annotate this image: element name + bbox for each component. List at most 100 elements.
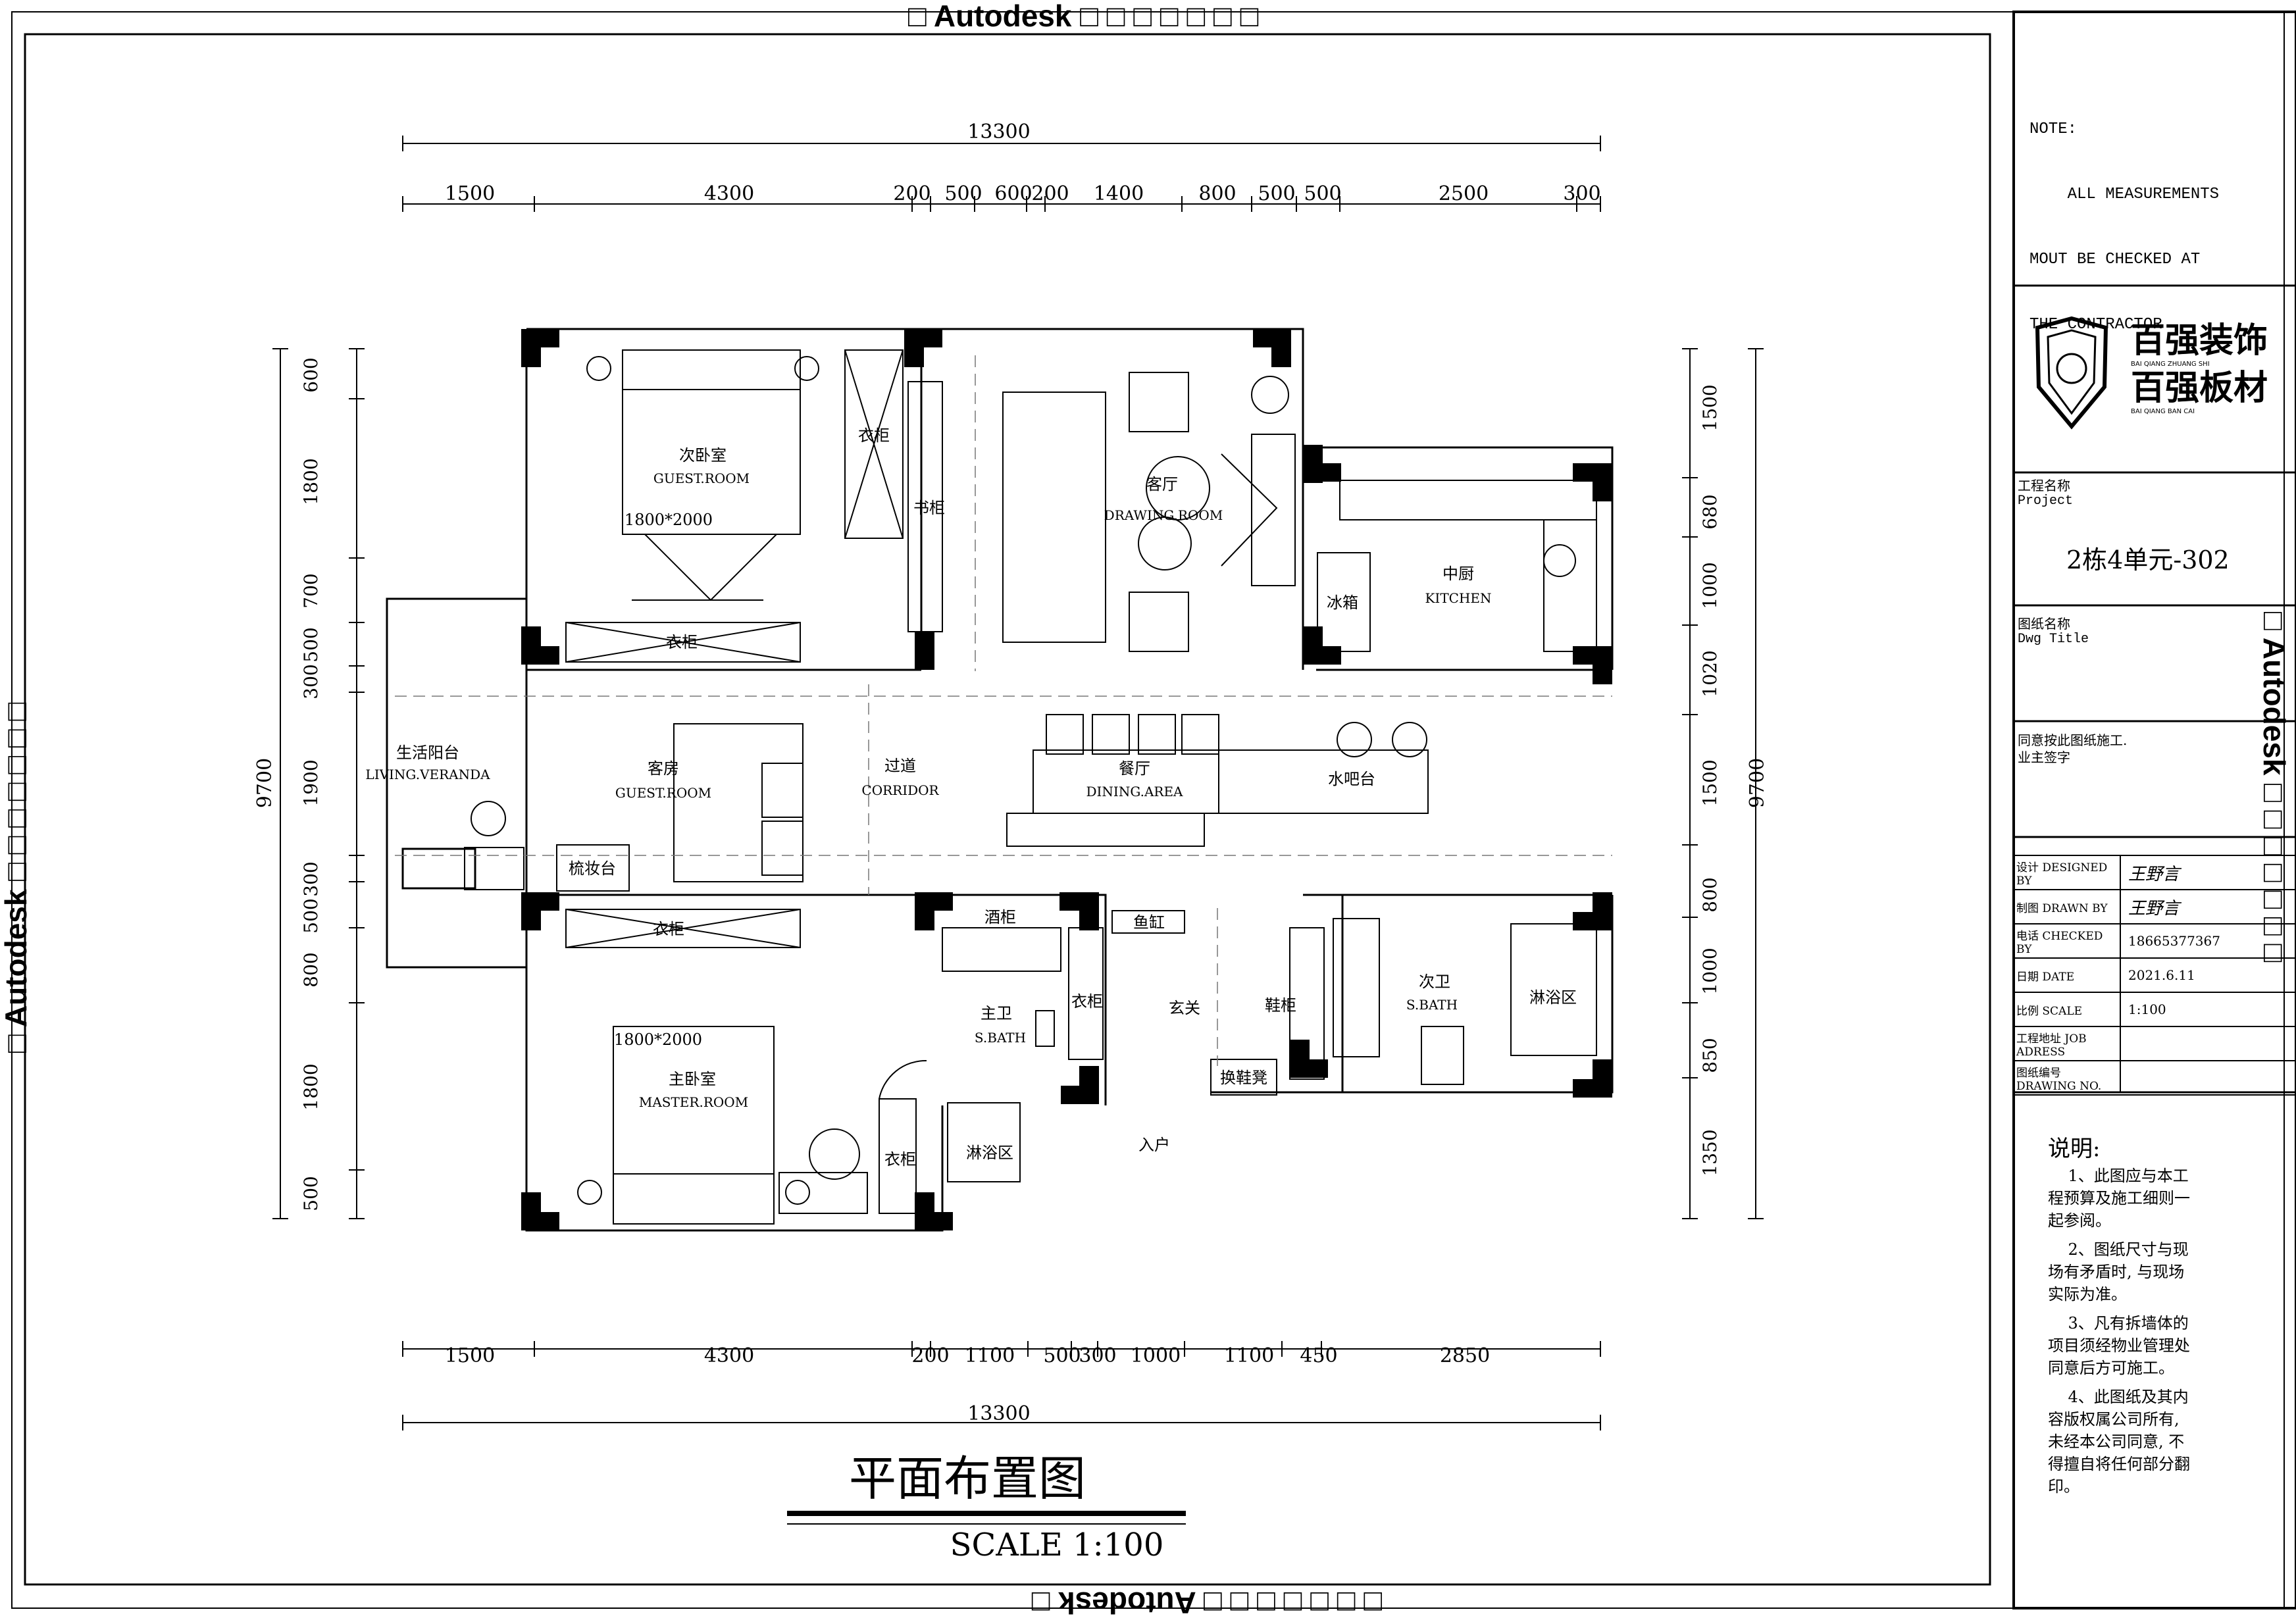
note-item: 4、此图纸及其内 容版权属公司所有, 未经本公司同意, 不 得擅自将任何部分翻 … xyxy=(2048,1386,2212,1498)
label-shoe-bench: 换鞋凳 xyxy=(1220,1069,1267,1087)
room-corridor-en: CORRIDOR xyxy=(861,782,939,798)
label-shower: 淋浴区 xyxy=(966,1144,1013,1162)
tb-row-value: 王野言 xyxy=(2128,898,2180,919)
room-second-bedroom-en: GUEST.ROOM xyxy=(653,470,750,486)
room-veranda-en: LIVING.VERANDA xyxy=(365,767,490,782)
note-text: 得擅自将任何部分翻 xyxy=(2048,1455,2190,1473)
room-guest-cn: 客房 xyxy=(648,759,679,778)
label-fridge: 冰箱 xyxy=(1327,594,1358,612)
logo-pinyin2: BAI QIANG BAN CAI xyxy=(2131,408,2195,415)
tb-row: 设计 DESIGNED BY 王野言 xyxy=(2016,855,2296,890)
label-foyer: 玄关 xyxy=(1169,999,1200,1017)
note-text: 印。 xyxy=(2048,1477,2079,1496)
sheet-outer-border xyxy=(11,11,2285,1609)
room-living-en: DRAWING.ROOM xyxy=(1104,507,1223,523)
dim-label: 850 xyxy=(1699,1038,1721,1073)
title-block-row-lines xyxy=(2014,855,2296,1096)
dim-label: 1000 xyxy=(1699,948,1721,994)
note-text: 容版权属公司所有, xyxy=(2048,1410,2180,1429)
note-text: 程预算及施工细则一 xyxy=(2048,1189,2190,1207)
tb-row: 图纸编号 DRAWING NO. xyxy=(2016,1061,2296,1095)
dim-label: 200 xyxy=(911,1344,949,1367)
project-label-cn: 工程名称 xyxy=(2018,478,2070,494)
room-master-bath-cn: 主卫 xyxy=(981,1004,1012,1023)
dim-right-total: 9700 xyxy=(1746,758,1769,808)
tb-row-value: 2021.6.11 xyxy=(2128,967,2195,983)
dim-label: 1500 xyxy=(445,182,495,205)
dim-label: 200 xyxy=(1031,182,1069,205)
room-second-bath-en: S.BATH xyxy=(1406,997,1458,1013)
project-label: 工程名称 Project xyxy=(2018,478,2073,509)
dim-label: 1500 xyxy=(1699,384,1721,431)
title-block-frame xyxy=(2012,11,2296,1609)
note-block: NOTE: ALL MEASUREMENTS MOUT BE CHECKED A… xyxy=(2029,75,2219,357)
dim-label: 800 xyxy=(1699,877,1721,912)
watermark-top: □ Autodesk □ □ □ □ □ □ □ xyxy=(908,0,1259,33)
dwg-label-cn: 图纸名称 xyxy=(2018,616,2070,632)
structural-columns xyxy=(521,329,1612,1230)
title-block-lines xyxy=(2014,284,2296,1094)
title-block-table: 设计 DESIGNED BY 王野言 制图 DRAWN BY 王野言 电话 CH… xyxy=(2016,855,2296,1095)
dim-bottom-total: 13300 xyxy=(967,1402,1030,1425)
dimension-group xyxy=(280,143,1756,1423)
label-wardrobe: 衣柜 xyxy=(1071,992,1103,1011)
dim-label: 500 xyxy=(1304,182,1341,205)
room-corridor-cn: 过道 xyxy=(884,757,916,775)
dim-label: 500 xyxy=(300,1176,322,1211)
dim-label: 1900 xyxy=(300,759,322,806)
dim-label: 300 xyxy=(1563,182,1600,205)
tb-row-value: 18665377367 xyxy=(2128,933,2220,949)
approval-block: 同意按此图纸施工. 业主签字 xyxy=(2018,732,2127,766)
label-wardrobe: 衣柜 xyxy=(884,1150,916,1169)
label-water-bar: 水吧台 xyxy=(1328,770,1375,788)
tb-row: 日期 DATE 2021.6.11 xyxy=(2016,958,2296,992)
approval-line2: 业主签字 xyxy=(2018,749,2070,765)
company-logo-text: 百强装饰 BAI QIANG ZHUANG SHI 百强板材 BAI QIANG… xyxy=(2131,322,2268,417)
dwg-title-label: 图纸名称 Dwg Title xyxy=(2018,616,2089,647)
note-item: 3、凡有拆墙体的 项目须经物业管理处 同意后方可施工。 xyxy=(2048,1312,2212,1379)
dim-label: 300 xyxy=(1079,1344,1116,1367)
scale-label: SCALE 1:100 xyxy=(950,1527,1164,1563)
room-master-bedroom-en: MASTER.ROOM xyxy=(639,1094,748,1110)
tb-row-label: 电话 CHECKED BY xyxy=(2016,929,2103,956)
tb-row-label: 日期 DATE xyxy=(2016,970,2075,984)
tb-row-label: 设计 DESIGNED BY xyxy=(2016,861,2108,888)
tb-row-label: 比例 SCALE xyxy=(2016,1004,2083,1018)
label-wardrobe: 衣柜 xyxy=(666,633,698,651)
tb-row-label: 工程地址 JOB ADRESS xyxy=(2016,1032,2087,1059)
dim-label: 1500 xyxy=(1699,759,1721,806)
room-kitchen-en: KITCHEN xyxy=(1425,590,1491,606)
tb-row: 制图 DRAWN BY 王野言 xyxy=(2016,890,2296,924)
dim-label: 4300 xyxy=(704,1344,754,1367)
label-fish-tank: 鱼缸 xyxy=(1133,913,1165,932)
label-wardrobe: 衣柜 xyxy=(858,426,890,445)
dim-label: 200 xyxy=(893,182,931,205)
dim-label: 500 xyxy=(300,898,322,933)
tb-row-value: 王野言 xyxy=(2128,864,2180,884)
approval-line1: 同意按此图纸施工. xyxy=(2018,732,2128,748)
notes-title: 说明: xyxy=(2048,1136,2101,1162)
dim-label: 1800 xyxy=(300,1063,322,1110)
dim-left-labels: 600 1800 700 500 300 1900 300 500 800 18… xyxy=(300,357,322,1211)
project-value: 2栋4单元-302 xyxy=(2066,545,2230,574)
note-text: 起参阅。 xyxy=(2048,1211,2111,1230)
note-line: ALL MEASUREMENTS xyxy=(2029,186,2220,203)
room-master-bedroom-cn: 主卧室 xyxy=(669,1070,716,1088)
dim-label: 300 xyxy=(300,861,322,896)
room-guest-en: GUEST.ROOM xyxy=(615,785,711,801)
label-dresser: 梳妆台 xyxy=(569,859,616,878)
dim-label: 300 xyxy=(300,664,322,699)
note-text: 未经本公司同意, 不 xyxy=(2048,1432,2185,1451)
label-wine-cabinet: 酒柜 xyxy=(984,908,1016,926)
dim-bottom-labels: 1500 4300 200 1100 500 300 1000 1100 450… xyxy=(445,1344,1490,1367)
drawing-title: 平面布置图 xyxy=(849,1451,1086,1506)
note-text: 1、此图应与本工 xyxy=(2048,1167,2189,1185)
tb-row: 工程地址 JOB ADRESS xyxy=(2016,1026,2296,1061)
dim-top-total: 13300 xyxy=(967,120,1030,143)
dim-label: 1100 xyxy=(965,1344,1015,1367)
dim-label: 500 xyxy=(300,627,322,662)
note-text: 2、图纸尺寸与现 xyxy=(2048,1240,2189,1259)
dim-label: 1350 xyxy=(1699,1129,1721,1176)
note-line: THE CONTRACTOR xyxy=(2029,316,2162,334)
label-shower: 淋浴区 xyxy=(1529,988,1577,1007)
